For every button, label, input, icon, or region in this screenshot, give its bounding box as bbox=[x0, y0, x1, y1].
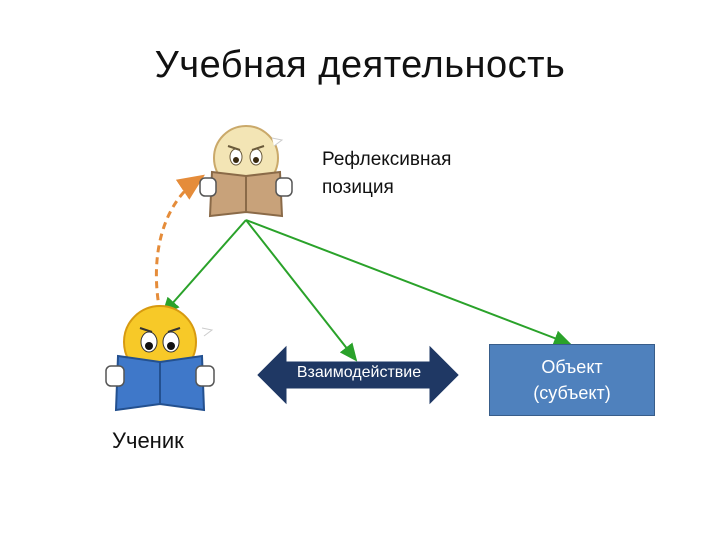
reading-smiley-beige-icon bbox=[199, 125, 293, 218]
arrow-to-student bbox=[161, 219, 247, 316]
slide-title: Учебная деятельность bbox=[154, 44, 566, 86]
reflection-dashed-arrow bbox=[154, 174, 205, 313]
interaction-double-arrow bbox=[257, 345, 459, 405]
student-label: Ученик bbox=[112, 428, 184, 453]
object-line-1: Объект bbox=[541, 357, 603, 377]
reflexive-line-2: позиция bbox=[322, 177, 394, 198]
reflexive-line-1: Рефлексивная bbox=[322, 149, 452, 170]
arrow-to-interaction bbox=[245, 219, 358, 362]
reflexive-position-label: Рефлексивная позиция bbox=[322, 146, 451, 202]
object-box: Объект (субъект) bbox=[489, 344, 655, 416]
interaction-label: Взаимодействие bbox=[296, 364, 422, 381]
object-line-2: (субъект) bbox=[533, 383, 611, 403]
arrow-to-object bbox=[245, 219, 572, 346]
reading-smiley-yellow-icon bbox=[105, 305, 215, 412]
